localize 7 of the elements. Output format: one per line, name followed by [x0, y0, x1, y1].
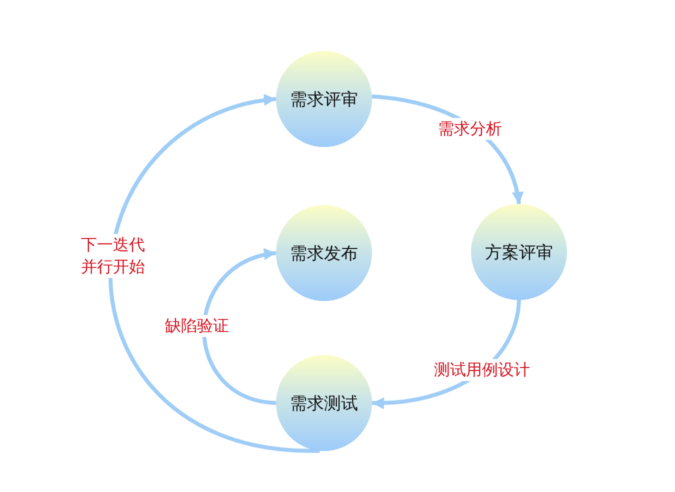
arrow: [202, 250, 276, 405]
stage-circle: 需求发布: [276, 205, 372, 301]
stage-circle: 需求测试: [276, 355, 372, 451]
edge-label: 下一迭代并行开始: [78, 234, 148, 278]
stage-circle: 方案评审: [471, 204, 567, 300]
arrow: [108, 94, 320, 453]
stage-circle: 需求评审: [276, 51, 372, 147]
